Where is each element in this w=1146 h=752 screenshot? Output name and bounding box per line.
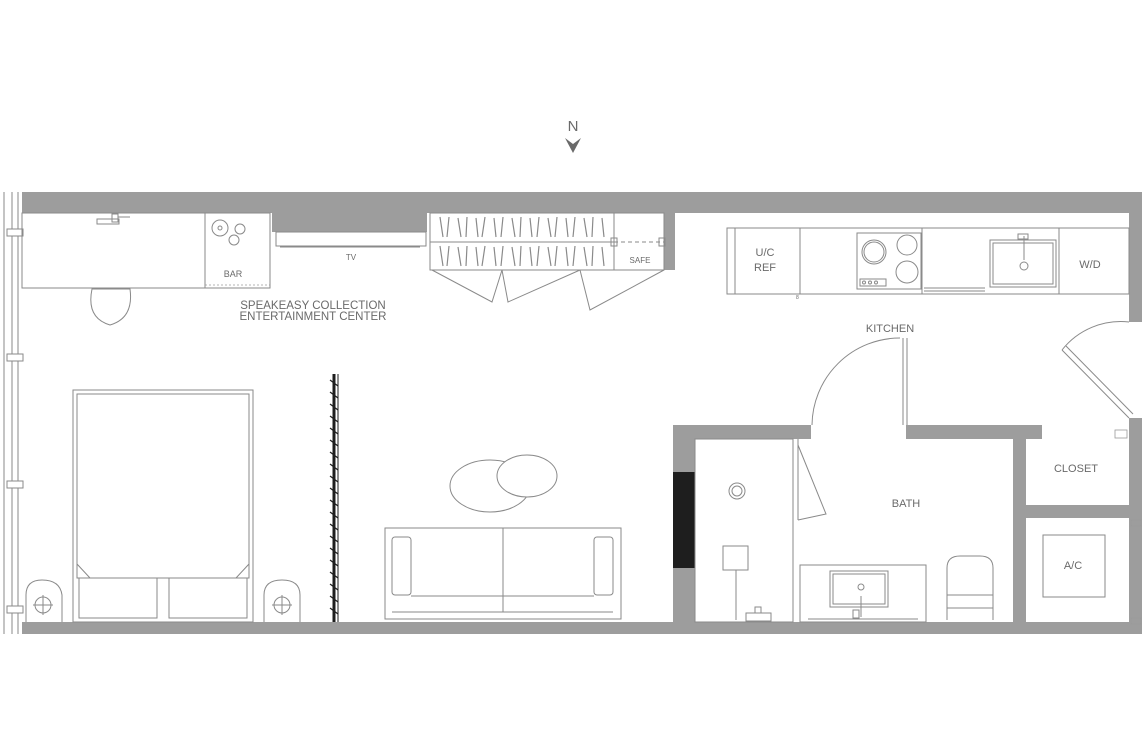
bath-label: BATH bbox=[892, 498, 921, 510]
ac-unit: A/C bbox=[1042, 534, 1106, 598]
north-arrow-icon bbox=[565, 138, 581, 153]
sofa bbox=[384, 527, 622, 620]
slat-divider bbox=[329, 374, 339, 622]
svg-text:8: 8 bbox=[796, 295, 799, 301]
burner-icon bbox=[896, 234, 918, 256]
closet-label: CLOSET bbox=[1054, 463, 1098, 475]
tv-unit: TV bbox=[275, 231, 427, 262]
hanger-icons bbox=[439, 216, 605, 267]
wardrobe: SAFE bbox=[429, 212, 666, 311]
safe-label: SAFE bbox=[630, 256, 651, 265]
cooktop bbox=[856, 232, 922, 290]
drain-icon bbox=[728, 482, 746, 500]
walls bbox=[22, 192, 1142, 634]
wd-label: W/D bbox=[1079, 259, 1100, 271]
ac-label: A/C bbox=[1064, 560, 1082, 572]
burner-icon bbox=[895, 260, 919, 284]
bar-label: BAR bbox=[224, 269, 243, 279]
nightstand bbox=[25, 579, 63, 622]
compass-label: N bbox=[568, 118, 579, 135]
pillow bbox=[78, 577, 158, 619]
kitchen-counter: U/C REF 8 W/D bbox=[726, 227, 1130, 301]
coffee-tables bbox=[449, 454, 558, 513]
entertainment-label-line1: SPEAKEASY COLLECTION bbox=[240, 300, 386, 312]
tv-label: TV bbox=[346, 253, 357, 262]
bar-burner-icon bbox=[234, 223, 246, 235]
bath-door bbox=[811, 337, 908, 426]
kitchen-label: KITCHEN bbox=[866, 323, 914, 335]
bed bbox=[25, 389, 301, 623]
kitchen-sink bbox=[989, 239, 1057, 288]
closet-rod bbox=[1114, 429, 1128, 439]
bar-burner-icon bbox=[228, 234, 240, 246]
glass-panel bbox=[673, 472, 695, 568]
entry-door bbox=[1061, 321, 1134, 419]
pillow bbox=[168, 577, 248, 619]
vanity bbox=[799, 564, 927, 623]
bar-counter: BAR bbox=[21, 212, 271, 326]
burner-icon bbox=[861, 239, 887, 265]
entertainment-label-line2: ENTERTAINMENT CENTER bbox=[240, 311, 387, 323]
window-wall bbox=[3, 192, 24, 634]
nightstand bbox=[263, 579, 301, 622]
wardrobe-doors bbox=[431, 269, 665, 311]
uc-ref-label-line2: REF bbox=[754, 262, 776, 274]
bar-burner-icon bbox=[211, 219, 229, 237]
bar-stool bbox=[90, 288, 132, 326]
shower bbox=[694, 438, 827, 623]
north-compass: N bbox=[565, 118, 581, 153]
uc-ref-label-line1: U/C bbox=[756, 247, 775, 259]
bath-sink bbox=[829, 570, 889, 608]
toilet bbox=[946, 555, 994, 620]
